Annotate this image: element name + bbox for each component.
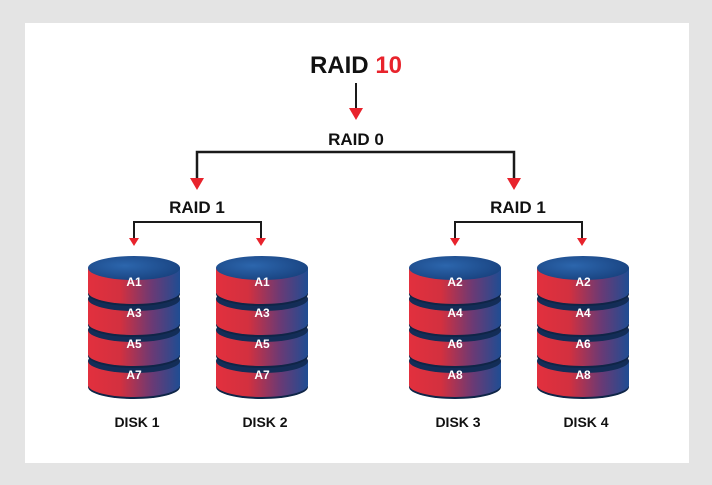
title-arrow: [349, 83, 363, 120]
block-label: A8: [447, 368, 463, 382]
raid1-label: RAID 1: [490, 198, 546, 217]
title-accent: 10: [375, 52, 402, 79]
disk-name: DISK 4: [563, 414, 608, 430]
block-label: A5: [126, 337, 142, 351]
disk-name: DISK 2: [242, 414, 287, 430]
block-label: A2: [575, 275, 591, 289]
block-label: A6: [447, 337, 463, 351]
block-label: A7: [254, 368, 270, 382]
disk-platter: A1: [88, 256, 180, 306]
block-label: A4: [575, 306, 591, 320]
block-label: A6: [575, 337, 591, 351]
raid1-group-2: RAID 1: [450, 198, 587, 246]
title-main: RAID: [310, 52, 369, 79]
disk-platter: A2: [537, 256, 629, 306]
block-label: A1: [126, 275, 142, 289]
block-label: A1: [254, 275, 270, 289]
raid1-label: RAID 1: [169, 198, 225, 217]
block-label: A4: [447, 306, 463, 320]
block-label: A7: [126, 368, 142, 382]
block-label: A2: [447, 275, 463, 289]
disk-platter: A1: [216, 256, 308, 306]
raid0-connector: [190, 150, 521, 190]
diagram-title: RAID 10: [310, 52, 402, 79]
block-label: A3: [126, 306, 142, 320]
block-label: A8: [575, 368, 591, 382]
raid1-connector: [450, 221, 587, 246]
block-label: A3: [254, 306, 270, 320]
disk-platter: A2: [409, 256, 501, 306]
disk-name: DISK 3: [435, 414, 480, 430]
raid1-connector: [129, 221, 266, 246]
disk-name: DISK 1: [114, 414, 159, 430]
raid0-label: RAID 0: [328, 130, 384, 149]
block-label: A5: [254, 337, 270, 351]
raid1-group-1: RAID 1: [129, 198, 266, 246]
disk-platter: A7: [88, 349, 180, 399]
